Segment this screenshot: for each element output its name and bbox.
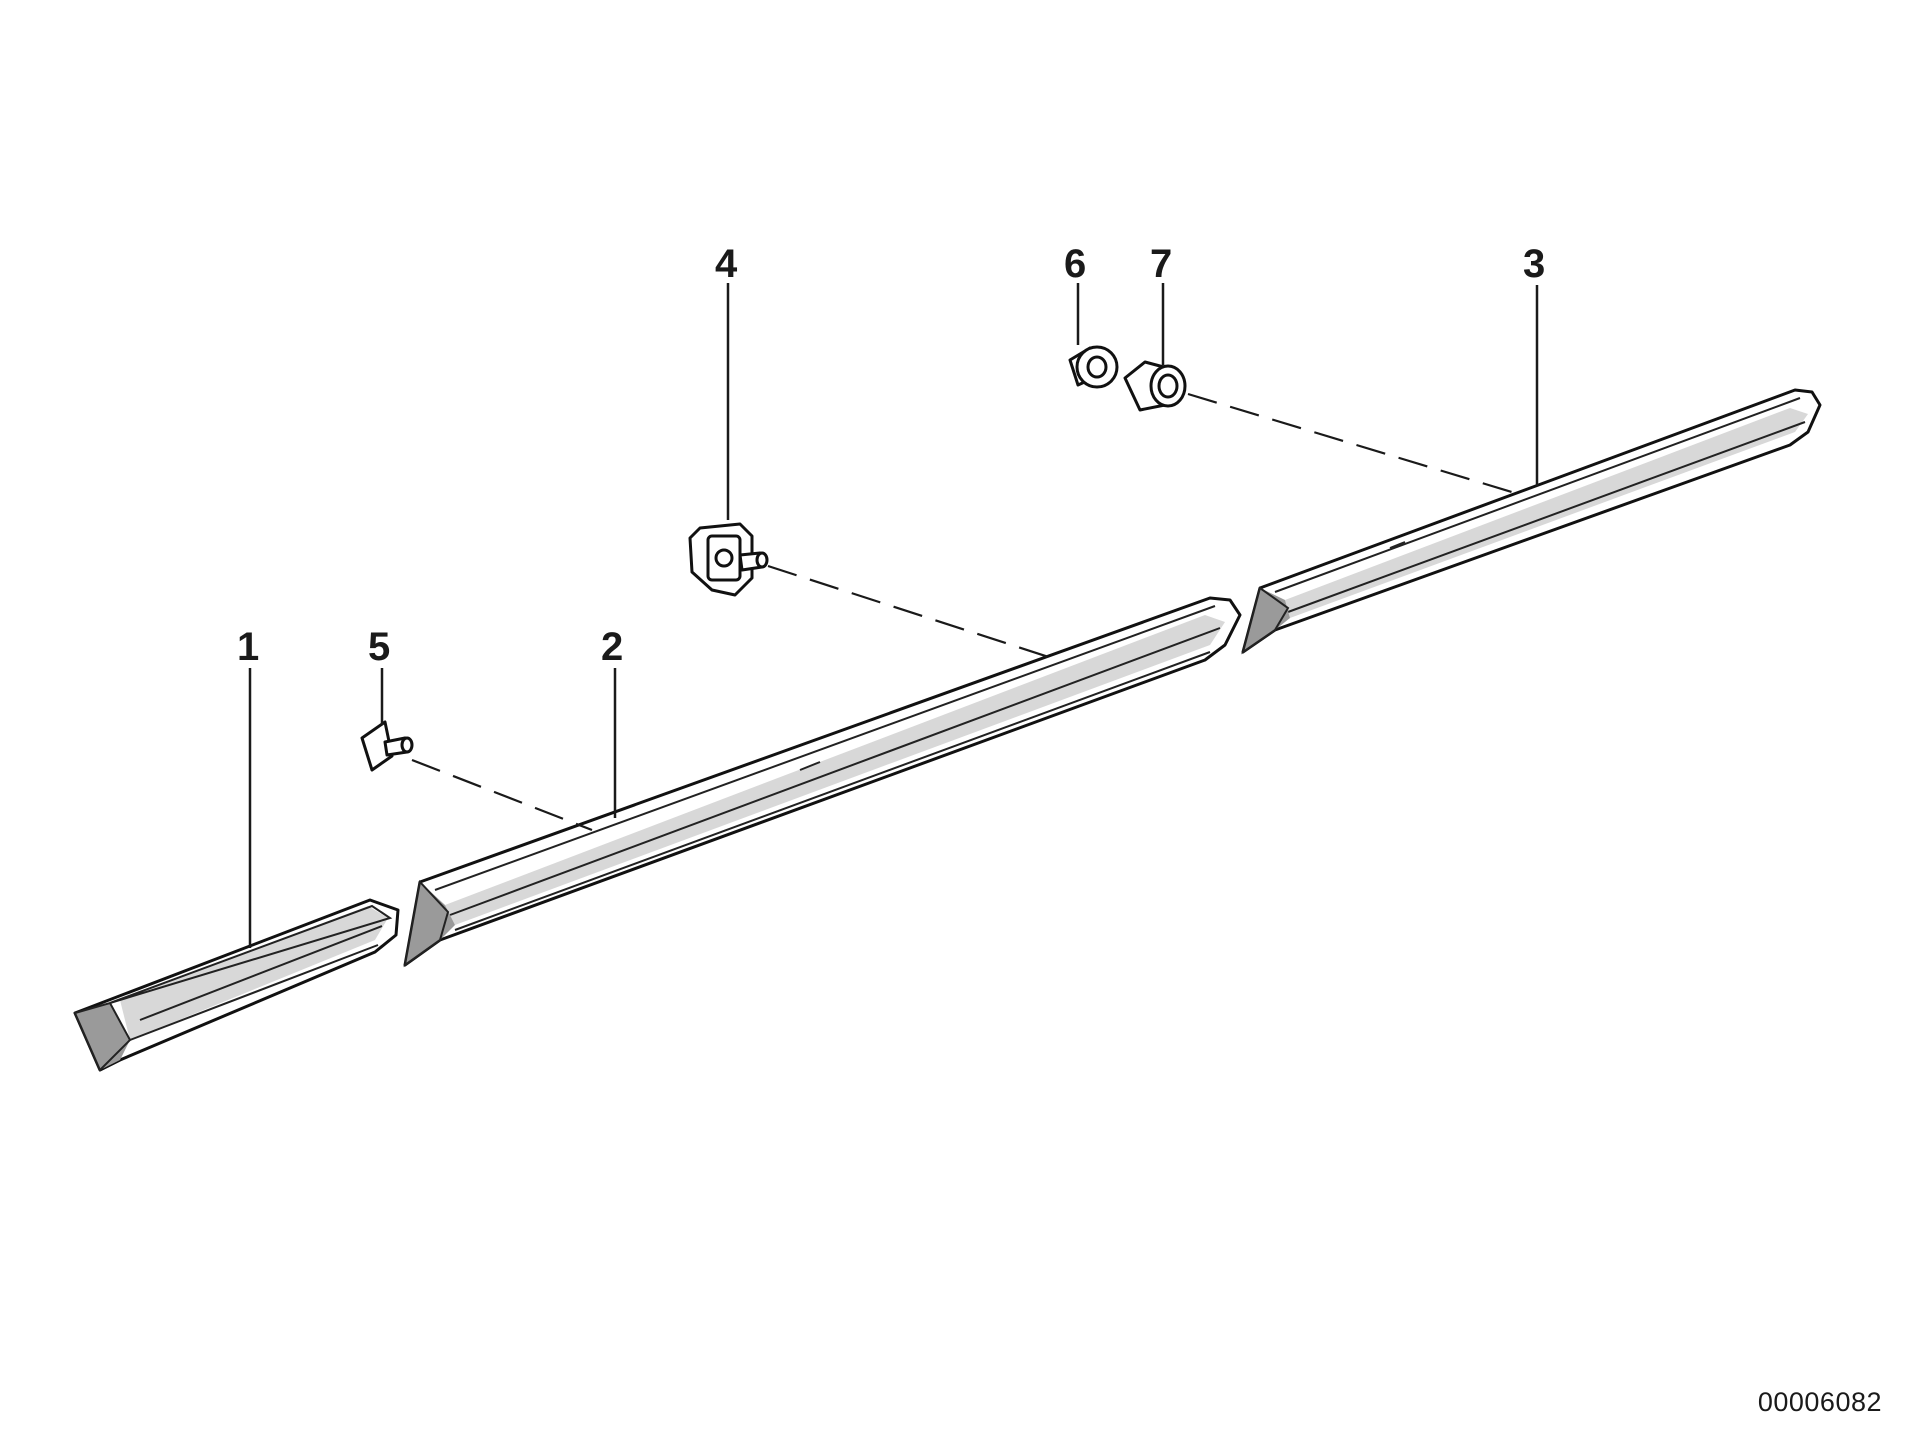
callout-3: 3 bbox=[1523, 242, 1545, 286]
callout-7: 7 bbox=[1150, 242, 1172, 286]
part-1-moulding bbox=[73, 898, 400, 1072]
callout-4: 4 bbox=[715, 242, 738, 286]
part-4-clip bbox=[688, 522, 769, 597]
part-2-moulding bbox=[403, 596, 1242, 968]
part-3-moulding bbox=[1241, 388, 1822, 655]
callout-5: 5 bbox=[368, 625, 390, 669]
part-5-clip bbox=[360, 720, 414, 772]
callout-1: 1 bbox=[237, 625, 259, 669]
part-7-bushing bbox=[1123, 360, 1187, 412]
callout-2: 2 bbox=[601, 625, 623, 669]
assembly-line-4-to-2 bbox=[767, 564, 1059, 662]
assembly-line-5-to-2 bbox=[411, 758, 593, 832]
diagram-id-label: 00006082 bbox=[1757, 1387, 1882, 1417]
assembly-line-7-to-3 bbox=[1187, 392, 1516, 495]
part-6-grommet bbox=[1068, 345, 1119, 389]
callout-6: 6 bbox=[1064, 242, 1086, 286]
